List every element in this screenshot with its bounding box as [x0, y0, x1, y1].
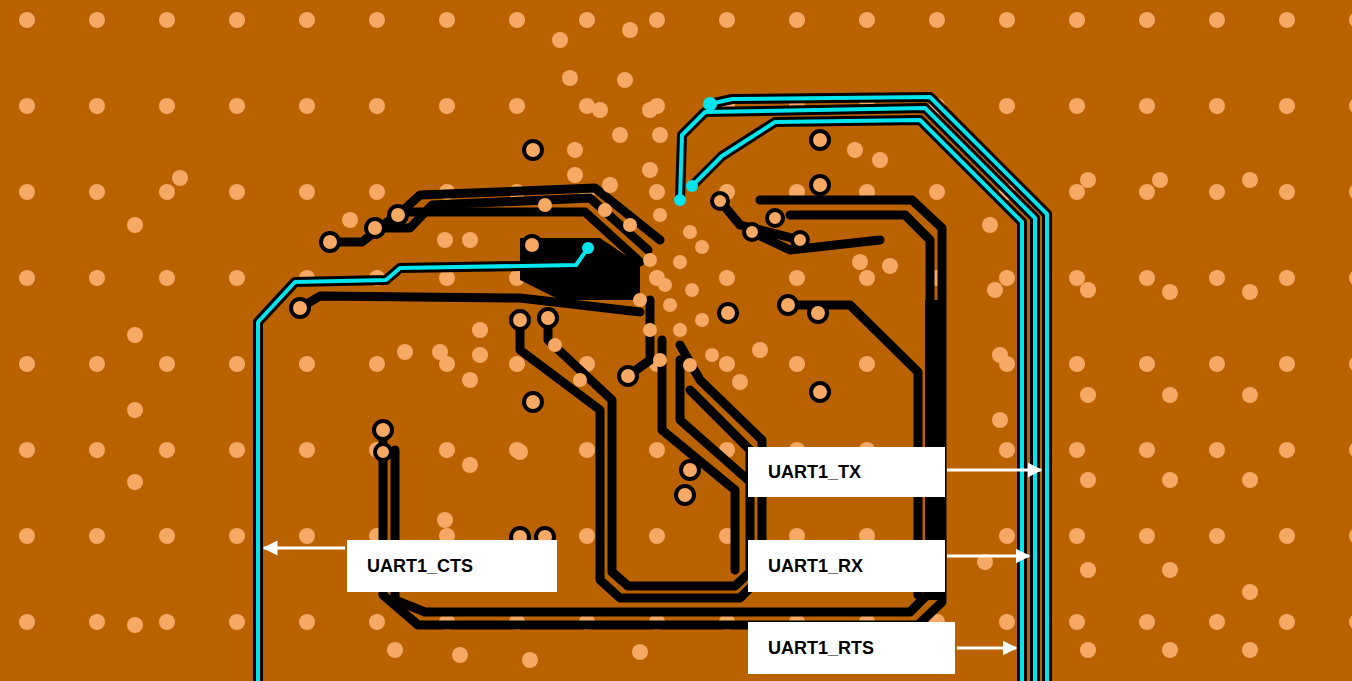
signal-name: UART1_TX	[768, 462, 861, 483]
uart-traces	[258, 97, 1047, 681]
callout-box: UART1_TX	[748, 447, 945, 497]
callout-box: UART1_RTS	[748, 622, 955, 674]
callout-box: UART1_CTS	[347, 540, 557, 592]
signal-name: UART1_CTS	[367, 556, 473, 577]
signal-name: UART1_RTS	[768, 638, 874, 659]
signal-name: UART1_RX	[768, 556, 863, 577]
callout-box: UART1_RX	[748, 540, 945, 592]
black-traces	[300, 188, 942, 625]
